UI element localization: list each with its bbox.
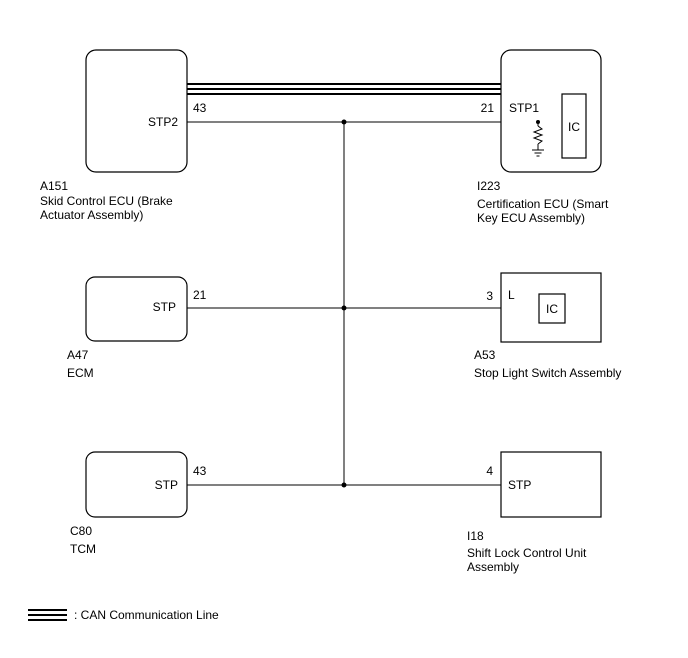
component-skid-control-ecu: STP2 43 A151 Skid Control ECU (Brake Act… (40, 49, 207, 222)
tcm-terminal: STP (155, 478, 178, 492)
stop-switch-ic-box (538, 293, 566, 324)
cert-ecu-code: I223 (477, 179, 501, 193)
tcm-box (85, 451, 188, 518)
ecm-code: A47 (67, 348, 89, 362)
skid-ecu-pin: 43 (193, 101, 207, 115)
can-line-legend-icon (28, 609, 67, 621)
shift-lock-box (500, 451, 602, 518)
legend: : CAN Communication Line (28, 608, 219, 622)
junction-dot (341, 119, 347, 125)
junction-dot (341, 482, 347, 488)
skid-ecu-name-line1: Skid Control ECU (Brake (40, 194, 173, 208)
resistor-to-ground-icon (532, 120, 544, 157)
shift-lock-name-line2: Assembly (467, 560, 519, 574)
tcm-pin: 43 (193, 464, 207, 478)
shift-lock-pin: 4 (486, 464, 493, 478)
cert-ecu-name-line2: Key ECU Assembly) (477, 211, 585, 225)
cert-ecu-ic-label: IC (568, 120, 580, 134)
ecm-name: ECM (67, 366, 94, 380)
stop-switch-ic-label: IC (546, 302, 558, 316)
component-shift-lock-control-unit: STP 4 I18 Shift Lock Control Unit Assemb… (467, 451, 602, 574)
can-bus (187, 83, 501, 95)
component-stop-light-switch: IC L 3 A53 Stop Light Switch Assembly (474, 272, 621, 380)
component-certification-ecu: IC STP1 21 I223 Certification ECU (Smart… (477, 49, 609, 225)
cert-ecu-terminal: STP1 (509, 101, 539, 115)
skid-ecu-terminal: STP2 (148, 115, 178, 129)
shift-lock-terminal: STP (508, 478, 531, 492)
junction-dot (341, 305, 347, 311)
stop-switch-pin: 3 (486, 289, 493, 303)
cert-ecu-ic-box (561, 93, 587, 159)
ecm-box (85, 276, 188, 342)
tcm-name: TCM (70, 542, 96, 556)
component-ecm: STP 21 A47 ECM (67, 276, 207, 380)
skid-ecu-code: A151 (40, 179, 68, 193)
signal-wiring (187, 119, 560, 488)
cert-ecu-pin: 21 (481, 101, 495, 115)
ecm-pin: 21 (193, 288, 207, 302)
can-line-legend-label: : CAN Communication Line (74, 608, 219, 622)
stop-switch-code: A53 (474, 348, 496, 362)
ecm-terminal: STP (153, 300, 176, 314)
tcm-code: C80 (70, 524, 92, 538)
component-tcm: STP 43 C80 TCM (70, 451, 207, 556)
stop-switch-terminal: L (508, 288, 515, 302)
skid-ecu-name-line2: Actuator Assembly) (40, 208, 143, 222)
shift-lock-name-line1: Shift Lock Control Unit (467, 546, 587, 560)
shift-lock-code: I18 (467, 529, 484, 543)
skid-ecu-box (85, 49, 188, 173)
cert-ecu-name-line1: Certification ECU (Smart (477, 197, 609, 211)
stop-switch-name: Stop Light Switch Assembly (474, 366, 621, 380)
